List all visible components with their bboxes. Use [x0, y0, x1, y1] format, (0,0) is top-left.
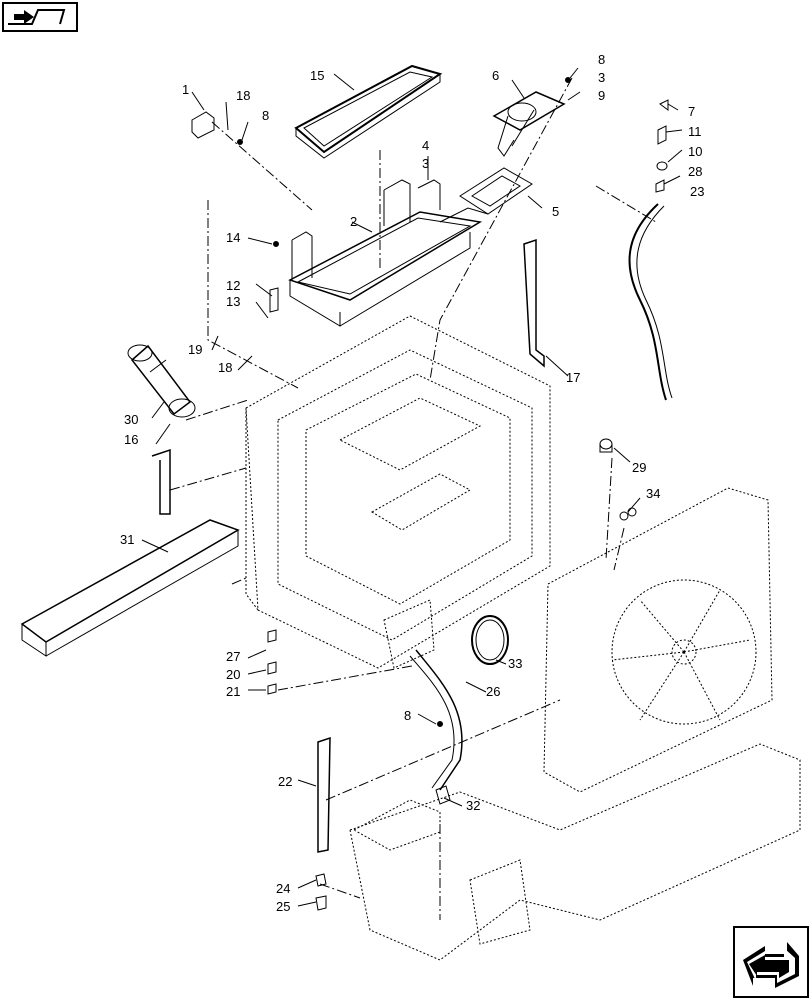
callout-15: 15	[310, 68, 324, 83]
callout-10: 10	[688, 144, 702, 159]
part-16-hose	[151, 448, 171, 515]
part-30-canister	[127, 344, 196, 418]
small-fasteners	[237, 77, 669, 911]
callout-22: 22	[278, 774, 292, 789]
top-nav-button[interactable]	[2, 2, 78, 32]
main-frame	[245, 315, 551, 669]
callout-28: 28	[688, 164, 702, 179]
callout-21: 21	[226, 684, 240, 699]
callout-23: 23	[690, 184, 704, 199]
callout-8: 8	[404, 708, 411, 723]
callout-5: 5	[552, 204, 559, 219]
callout-6: 6	[492, 68, 499, 83]
callout-34: 34	[646, 486, 660, 501]
callout-3: 3	[598, 70, 605, 85]
part-29-plug	[599, 438, 613, 453]
part-23-tube	[628, 203, 673, 401]
callout-3: 3	[422, 156, 429, 171]
part-5-gasket	[459, 167, 533, 215]
callout-31: 31	[120, 532, 134, 547]
part-2-tray	[288, 179, 489, 327]
callout-33: 33	[508, 656, 522, 671]
coolant-hose	[409, 649, 463, 791]
callout-16: 16	[124, 432, 138, 447]
part-33-ring	[471, 615, 509, 665]
part-17-hose	[523, 238, 545, 368]
callout-leaders	[141, 67, 683, 907]
callout-11: 11	[688, 124, 702, 139]
callout-8: 8	[598, 52, 605, 67]
callout-30: 30	[124, 412, 138, 427]
book-arrow-icon	[8, 9, 66, 25]
callout-17: 17	[566, 370, 580, 385]
radiator-shroud	[543, 487, 773, 793]
bottom-nav-button[interactable]	[733, 926, 809, 998]
callout-19: 19	[188, 342, 202, 357]
part-15-filter-frame	[294, 64, 443, 159]
callout-24: 24	[276, 881, 290, 896]
callout-14: 14	[226, 230, 240, 245]
assembly-leaders	[169, 77, 657, 920]
callout-29: 29	[632, 460, 646, 475]
callout-1: 1	[182, 82, 189, 97]
part-34-pins	[619, 507, 637, 521]
part-1-bracket	[191, 111, 215, 139]
return-arrow-icon	[743, 942, 799, 988]
callout-7: 7	[688, 104, 695, 119]
callout-2: 2	[350, 214, 357, 229]
part-6-cover	[492, 91, 566, 157]
callout-labels: 1 2 3 3 4 5 6 7 8 8 8 9 10 11 12 13 14 1…	[120, 52, 704, 914]
callout-27: 27	[226, 649, 240, 664]
callout-9: 9	[598, 88, 605, 103]
callout-18: 18	[236, 88, 250, 103]
callout-32: 32	[466, 798, 480, 813]
callout-18: 18	[218, 360, 232, 375]
callout-13: 13	[226, 294, 240, 309]
callout-8: 8	[262, 108, 269, 123]
callout-4: 4	[422, 138, 429, 153]
part-22-strip	[317, 736, 331, 853]
callout-26: 26	[486, 684, 500, 699]
lower-chassis	[349, 743, 801, 961]
callout-25: 25	[276, 899, 290, 914]
callout-12: 12	[226, 278, 240, 293]
callout-20: 20	[226, 667, 240, 682]
part-31-wedge	[20, 519, 240, 657]
